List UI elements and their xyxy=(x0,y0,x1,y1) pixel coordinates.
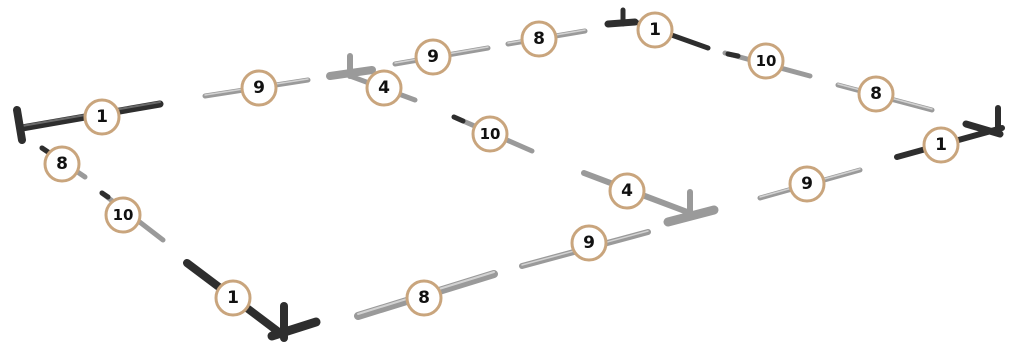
callout-label: 9 xyxy=(427,47,439,67)
callout-center-cross-rail: 10 xyxy=(471,115,509,153)
callout-front-left-corner: 1 xyxy=(214,279,252,317)
callout-back-mid-right-rail: 8 xyxy=(520,20,558,58)
callout-back-left-corner: 1 xyxy=(83,98,121,136)
callout-front-mid-rail: 9 xyxy=(570,224,608,262)
callout-front-right-rail: 9 xyxy=(788,165,826,203)
callout-label: 8 xyxy=(56,154,68,174)
corner-connector-front-left xyxy=(183,259,321,342)
callout-label: 1 xyxy=(227,288,239,308)
callout-front-right-corner: 1 xyxy=(922,126,960,164)
callout-center-tee-back: 4 xyxy=(365,69,403,107)
tee-connector-front xyxy=(581,170,719,227)
callout-label: 1 xyxy=(935,135,947,155)
callout-label: 4 xyxy=(621,181,633,201)
callout-label: 9 xyxy=(583,233,595,253)
callout-label: 10 xyxy=(480,125,501,143)
callout-right-upper-rail: 10 xyxy=(747,42,785,80)
callout-label: 1 xyxy=(96,107,108,127)
callout-back-left-rail: 9 xyxy=(240,69,278,107)
callout-label: 9 xyxy=(801,174,813,194)
callout-back-right-corner: 1 xyxy=(636,11,674,49)
callout-label: 10 xyxy=(113,206,134,224)
callout-left-upper-rail: 8 xyxy=(43,145,81,183)
callout-front-left-rail: 8 xyxy=(405,279,443,317)
callout-right-lower-rail: 8 xyxy=(857,75,895,113)
callout-label: 8 xyxy=(870,84,882,104)
callout-label: 8 xyxy=(533,29,545,49)
callout-left-lower-rail: 10 xyxy=(104,196,142,234)
callout-label: 9 xyxy=(253,78,265,98)
callout-back-mid-left-rail: 9 xyxy=(414,38,452,76)
callout-center-tee-front: 4 xyxy=(608,172,646,210)
callout-label: 4 xyxy=(378,78,390,98)
callout-label: 8 xyxy=(418,288,430,308)
callout-label: 1 xyxy=(649,20,661,40)
callout-label: 10 xyxy=(756,52,777,70)
